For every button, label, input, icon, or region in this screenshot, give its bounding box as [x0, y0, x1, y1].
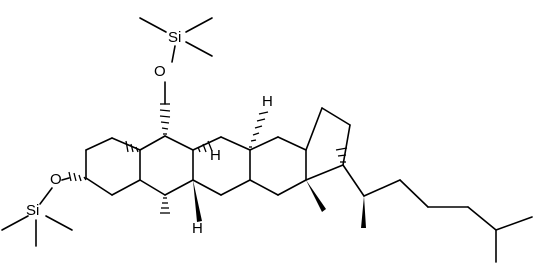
bond [139, 135, 166, 151]
hash-wedge-c9-h [160, 197, 170, 214]
atom-label-o-upper: O [154, 63, 166, 80]
atom-label-si-lower: Si [26, 202, 39, 219]
side-chain-bonds [342, 164, 533, 263]
bond [342, 124, 351, 166]
hash-wedge-c8-h [197, 140, 213, 153]
bond [305, 164, 344, 181]
hash-wedge-c6-o [159, 103, 171, 135]
bond [363, 179, 401, 197]
atom-label-si-upper: Si [168, 29, 181, 46]
bond [249, 136, 279, 151]
hash-wedge-c14-h [249, 111, 269, 148]
atom-label-h-c9: H [192, 220, 203, 237]
bond-si-me2-upper [139, 17, 167, 33]
bond-si-me3-upper [185, 41, 213, 57]
hash-wedge-c3-o [68, 171, 87, 182]
bond [305, 107, 323, 151]
atom-label-h-c14: H [210, 147, 221, 164]
bond-o-si-upper [171, 45, 176, 63]
atom-label-h-c8: H [262, 93, 273, 110]
methyl-wedge-c20 [361, 196, 366, 228]
bond [139, 179, 166, 196]
bond [342, 164, 365, 197]
bond [467, 206, 497, 231]
hash-wedge-c17 [335, 147, 348, 163]
bond-si-me1-lower [1, 215, 29, 231]
bond-si-me1-upper [185, 17, 213, 33]
atom-label-o-lower: O [50, 171, 62, 188]
bond [321, 107, 351, 126]
bond [192, 179, 222, 196]
bond [85, 137, 113, 151]
bond [399, 179, 429, 208]
wedge-c9-h [193, 180, 202, 222]
bond-o-si-lower [39, 187, 53, 205]
methyl-wedge-c13 [306, 180, 326, 212]
bond [277, 136, 307, 151]
bond [164, 135, 194, 151]
bond [111, 179, 141, 196]
bond [85, 177, 113, 196]
bond-si-me2-lower [45, 215, 73, 231]
bond [249, 179, 279, 196]
bond-c3-o [61, 177, 70, 181]
bond [495, 216, 533, 231]
bond [220, 179, 251, 196]
bond [220, 136, 251, 151]
bond [164, 179, 194, 196]
bond [277, 179, 307, 196]
hash-wedge-c5 [125, 140, 139, 153]
